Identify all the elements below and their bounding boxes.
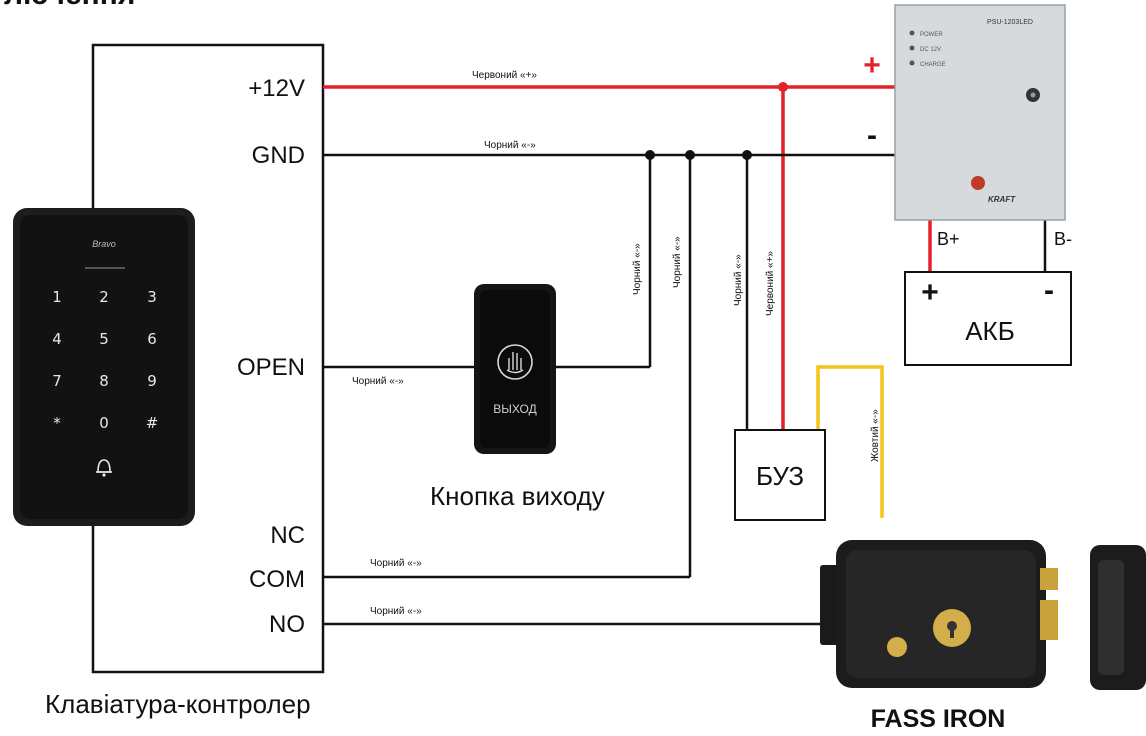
psu-b-minus: B- <box>1054 229 1072 249</box>
key-9: 9 <box>147 372 157 390</box>
wire-label-no: Чорний «-» <box>370 606 422 617</box>
key-3: 3 <box>147 288 157 306</box>
wire-label-vert-exit-2: Чорний «-» <box>672 236 683 288</box>
exit-button-caption: Кнопка виходу <box>430 481 605 511</box>
psu-led-charge: CHARGE <box>920 62 946 68</box>
wire-label-vert-exit-1: Чорний «-» <box>632 243 643 295</box>
black-wires <box>323 153 1047 626</box>
black-junction-2 <box>685 150 695 160</box>
wire-label-open: Чорний «-» <box>352 376 404 387</box>
red-wires <box>323 85 932 430</box>
buz-box <box>734 429 826 521</box>
buz-label: БУЗ <box>756 461 804 491</box>
key-star: * <box>53 414 61 432</box>
page-heading: лючення <box>4 0 135 11</box>
psu-minus: - <box>867 119 877 152</box>
key-4: 4 <box>52 330 62 348</box>
lock-device <box>820 540 1146 690</box>
key-8: 8 <box>99 372 109 390</box>
key-7: 7 <box>52 372 62 390</box>
psu-plus: + <box>863 49 881 82</box>
wire-label-vert-buz-black: Чорний «-» <box>733 254 744 306</box>
wire-label-vert-yellow: Жовтий «-» <box>870 409 881 462</box>
key-0: 0 <box>99 414 109 432</box>
black-junction-1 <box>645 150 655 160</box>
key-5: 5 <box>99 330 109 348</box>
terminal-com: COM <box>249 566 305 593</box>
wire-label-vert-buz-red: Червоний «+» <box>765 251 776 316</box>
key-1: 1 <box>52 288 62 306</box>
wire-label-red-plus: Червоний «+» <box>472 70 537 81</box>
wire-label-black-minus: Чорний «-» <box>484 140 536 151</box>
psu-led-dc: DC 12V <box>920 47 941 53</box>
wire-label-com: Чорний «-» <box>370 558 422 569</box>
red-junction <box>778 82 788 92</box>
battery-label: АКБ <box>965 316 1015 346</box>
lock-caption: FASS IRON <box>871 705 1006 733</box>
terminal-nc: NC <box>270 522 305 549</box>
yellow-wire <box>816 365 884 518</box>
key-2: 2 <box>99 288 109 306</box>
terminal-12v: +12V <box>248 75 305 102</box>
exit-button-device: ВЫХОД <box>474 284 556 454</box>
keypad-device: Bravo 1 2 3 4 5 6 7 8 9 * 0 # <box>13 208 195 526</box>
exit-button-text: ВЫХОД <box>493 402 536 416</box>
battery-plus: + <box>921 276 939 309</box>
key-6: 6 <box>147 330 157 348</box>
psu-led-power: POWER <box>920 32 943 38</box>
battery-minus: - <box>1044 274 1054 307</box>
controller-caption: Клавіатура-контролер <box>45 689 311 719</box>
terminal-gnd: GND <box>252 142 305 169</box>
kraft-logo-icon: KRAFT <box>971 176 1016 204</box>
psu-brand: KRAFT <box>988 195 1016 204</box>
terminal-no: NO <box>269 611 305 638</box>
hand-icon <box>497 344 533 380</box>
terminal-open: OPEN <box>237 354 305 381</box>
bell-icon <box>96 459 112 477</box>
keypad-brand: Bravo <box>92 239 116 249</box>
battery-box <box>904 271 1072 366</box>
key-hash: # <box>146 414 159 432</box>
psu-model: PSU-1203LED <box>987 19 1033 26</box>
psu-b-plus: B+ <box>937 229 960 249</box>
black-junction-3 <box>742 150 752 160</box>
psu-device: PSU-1203LED POWER DC 12V CHARGE KRAFT <box>894 4 1066 221</box>
